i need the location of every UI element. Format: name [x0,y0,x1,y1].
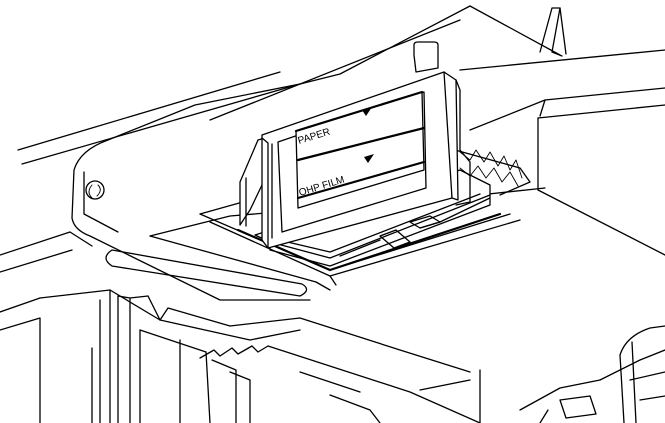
lower-right-mechanism [519,325,665,423]
left-frame [0,83,311,301]
guide-panel: PAPER OHP FILM [239,41,471,249]
paper-arrow-icon [362,107,372,116]
tray-top-edges [17,5,665,165]
zigzag-spring [454,149,531,196]
ohp-arrow-icon [364,154,374,163]
lower-left-mechanism [0,289,481,423]
right-upper-flap [469,7,665,256]
